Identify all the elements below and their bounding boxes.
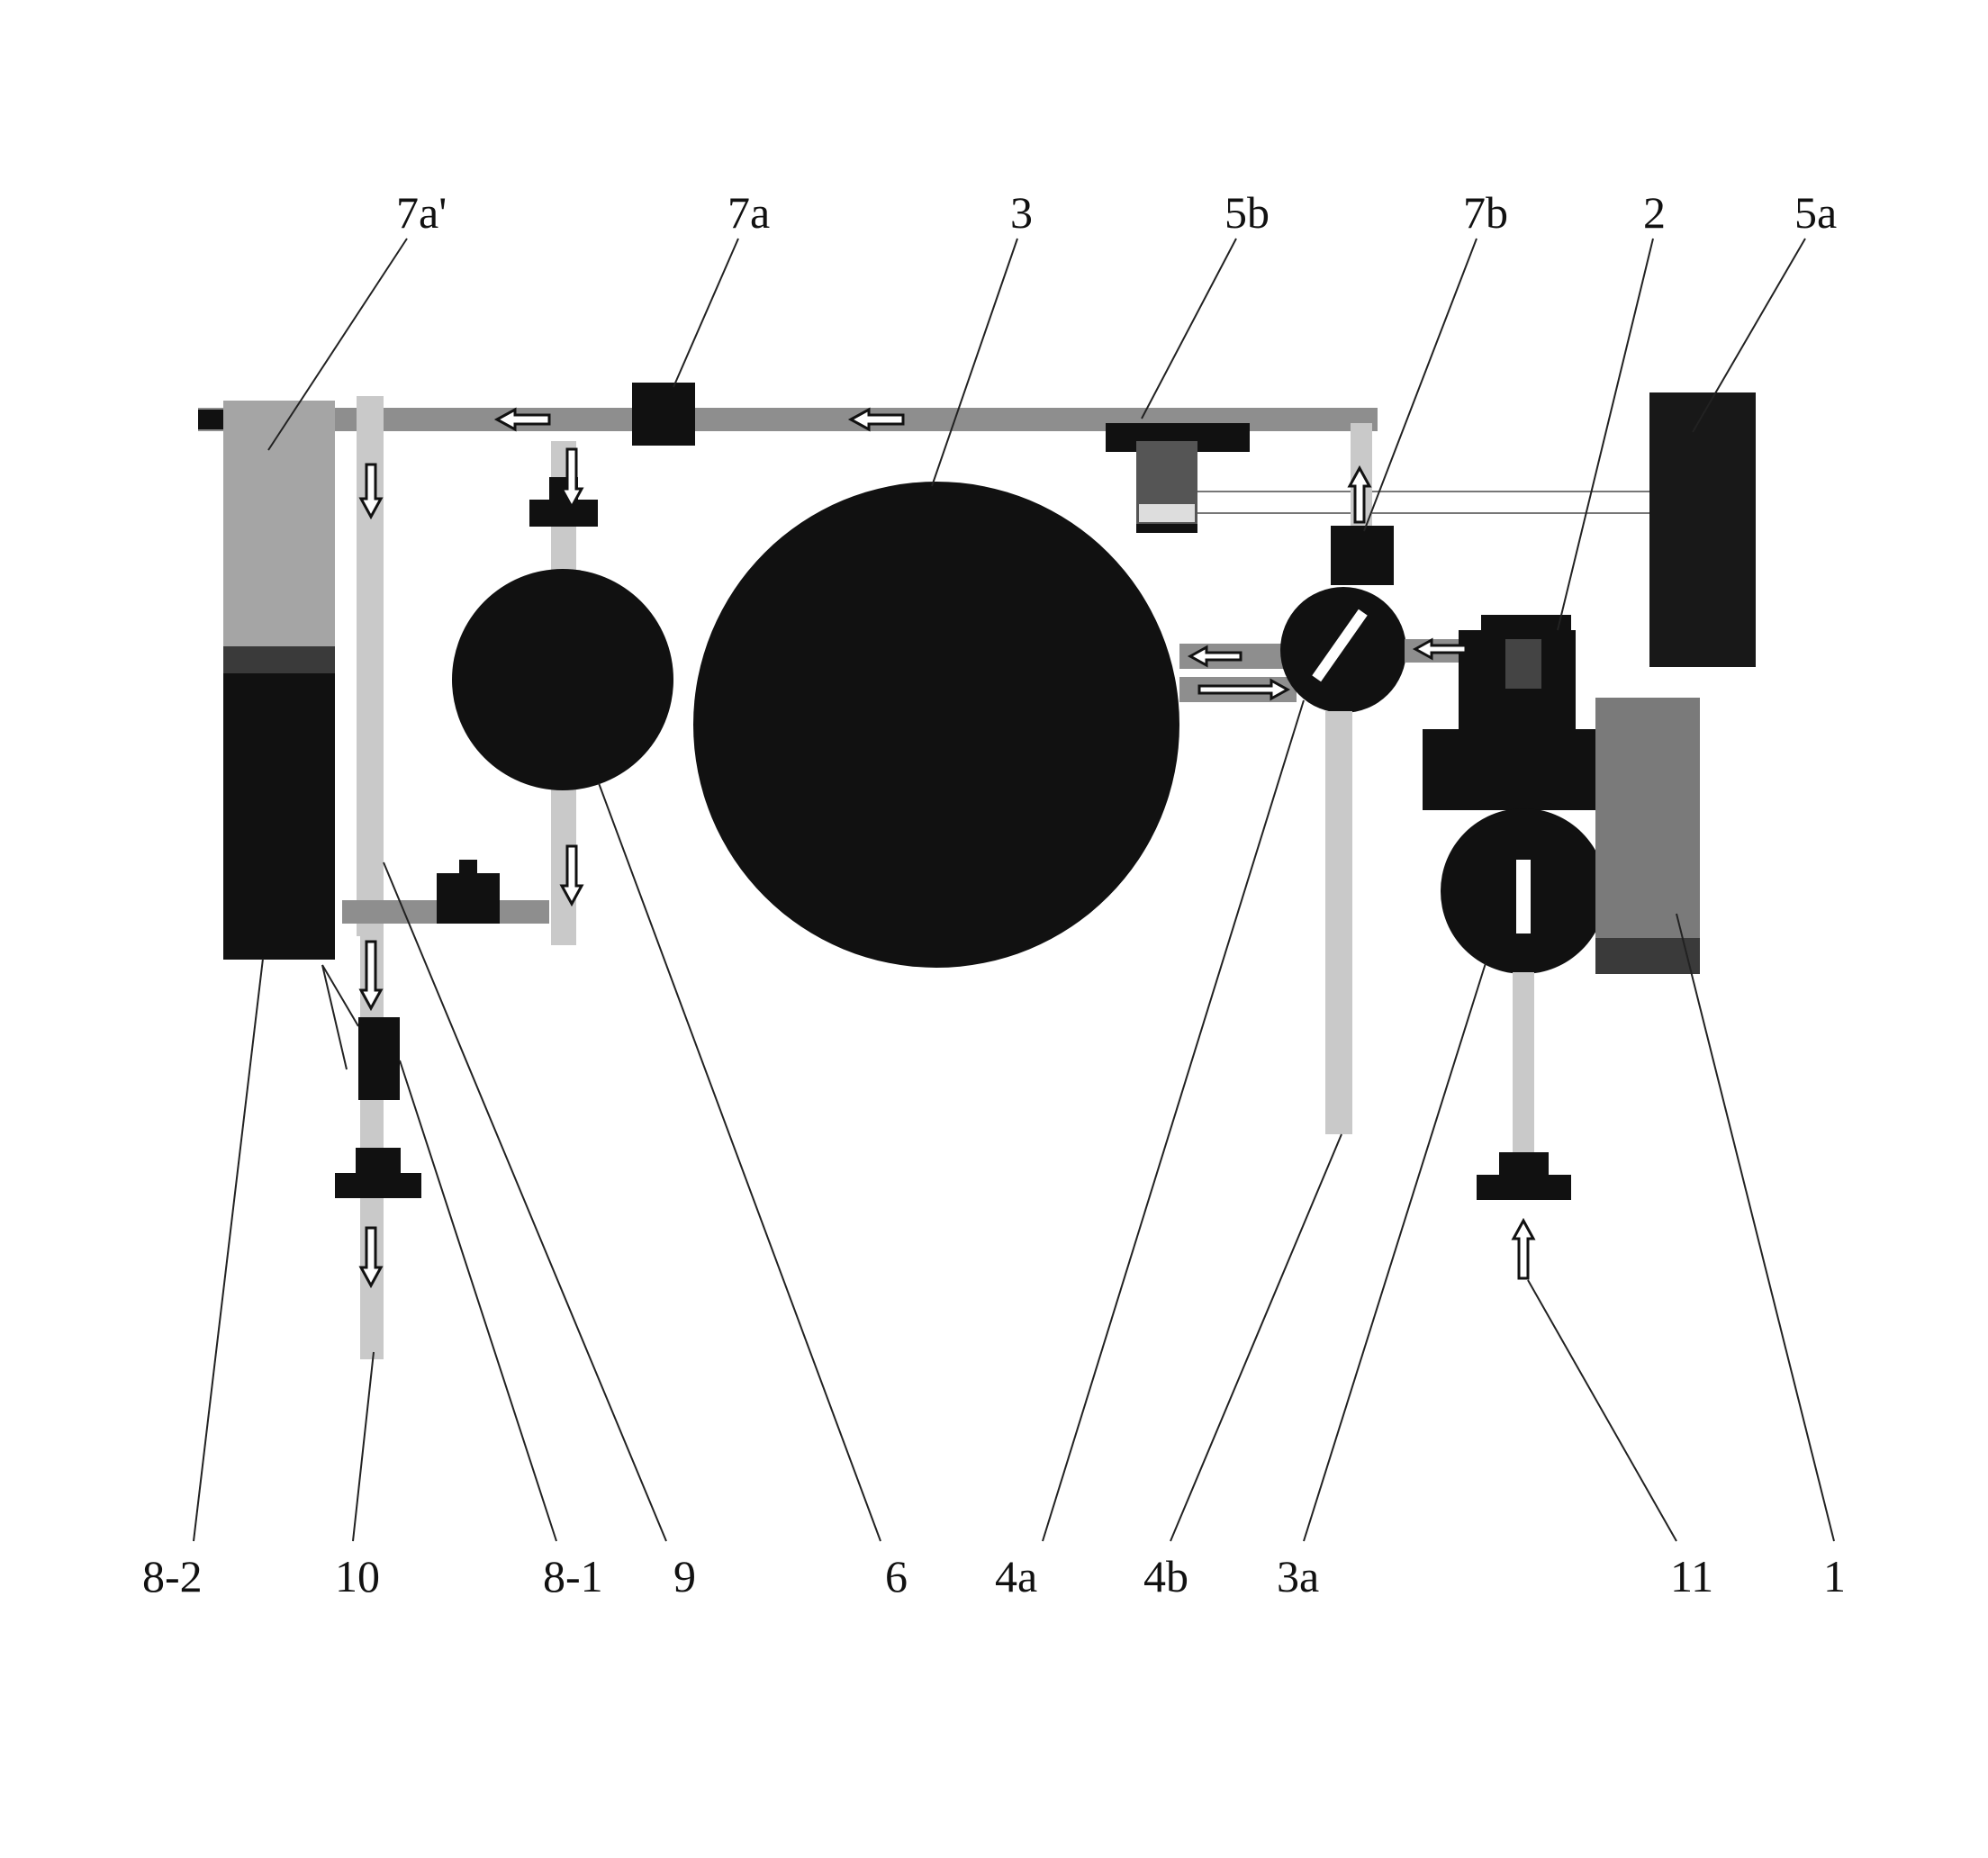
arrow-down-2: [559, 447, 584, 510]
arrow-left-2: [847, 407, 905, 432]
arrow-down-3: [559, 844, 584, 907]
arrow-down-1: [358, 463, 384, 520]
leader-2: [1557, 238, 1654, 631]
pipe-11: [1513, 972, 1534, 1161]
flow-arrows: [358, 407, 1536, 1289]
label-1: 1: [1823, 1551, 1846, 1601]
label-7a-prime: 7a': [396, 187, 447, 238]
label-3a: 3a: [1277, 1551, 1319, 1601]
arrow-left-1: [493, 407, 551, 432]
leader-7a: [673, 238, 739, 388]
label-4a: 4a: [995, 1551, 1037, 1601]
valve-4a-slot: [1312, 609, 1368, 682]
leader-9: [383, 861, 667, 1542]
leader-7a-prime: [267, 238, 408, 451]
leader-6: [598, 782, 881, 1542]
valve-4a: [1280, 587, 1406, 713]
leader-3a: [1303, 962, 1486, 1542]
tank-7a-prime-band: [223, 646, 335, 675]
label-5a: 5a: [1794, 187, 1837, 238]
leader-1: [1676, 913, 1835, 1542]
label-8-2: 8-2: [142, 1551, 203, 1601]
sphere-3: [693, 482, 1179, 968]
source-5a: [1649, 392, 1756, 667]
arrow-left-4a: [1187, 645, 1242, 668]
regulator-2-top: [1481, 615, 1571, 635]
leader-8-2: [193, 958, 264, 1542]
label-6: 6: [885, 1551, 908, 1601]
box-8-1: [358, 1017, 400, 1100]
leader-8-2-split-b: [321, 964, 348, 1070]
block-1-base: [1595, 938, 1700, 974]
valve-7a: [632, 383, 695, 446]
knob-3a-slot: [1516, 860, 1531, 934]
leader-10: [352, 1351, 375, 1542]
leader-11: [1527, 1279, 1677, 1542]
block-1: [1595, 698, 1700, 939]
label-11: 11: [1670, 1551, 1713, 1601]
valve-10-top: [356, 1148, 401, 1177]
arrow-left-2-inlet: [1412, 637, 1468, 661]
valve-7b: [1331, 526, 1394, 585]
leader-3: [931, 238, 1018, 487]
arrow-right-4a: [1197, 678, 1291, 701]
sphere-6: [452, 569, 673, 790]
label-10: 10: [335, 1551, 380, 1601]
arrow-down-5: [358, 1226, 384, 1289]
leader-8-2-split-a: [321, 964, 359, 1027]
label-4b: 4b: [1143, 1551, 1188, 1601]
valve-10-bar: [335, 1173, 421, 1198]
leader-5b: [1141, 238, 1237, 419]
arrow-up-11: [1511, 1217, 1536, 1280]
label-7b: 7b: [1463, 187, 1508, 238]
leader-7b: [1363, 238, 1477, 532]
label-2: 2: [1643, 187, 1666, 238]
leader-4b: [1170, 1133, 1342, 1542]
leader-4a: [1042, 699, 1305, 1542]
top-pipe-left-cap: [198, 410, 225, 429]
lower-valve-stem: [459, 860, 477, 878]
tank-8-2-body: [223, 673, 335, 960]
label-7a: 7a: [727, 187, 770, 238]
label-3: 3: [1010, 187, 1033, 238]
regulator-2-window: [1505, 639, 1541, 689]
label-9: 9: [673, 1551, 696, 1601]
leader-8-1: [399, 1060, 557, 1542]
label-5b: 5b: [1224, 187, 1270, 238]
leader-5a: [1692, 238, 1806, 433]
lower-valve: [437, 873, 500, 924]
tank-7a-prime-top: [223, 401, 335, 648]
arrow-up-7b: [1347, 464, 1372, 524]
regulator-2-flange: [1423, 729, 1603, 810]
label-8-1: 8-1: [543, 1551, 603, 1601]
valve-11-bar: [1477, 1175, 1571, 1200]
arrow-down-4: [358, 940, 384, 1012]
detector-5b-lens: [1139, 504, 1195, 522]
pipe-3a: [1325, 711, 1352, 1134]
detector-5b-base: [1136, 524, 1197, 533]
